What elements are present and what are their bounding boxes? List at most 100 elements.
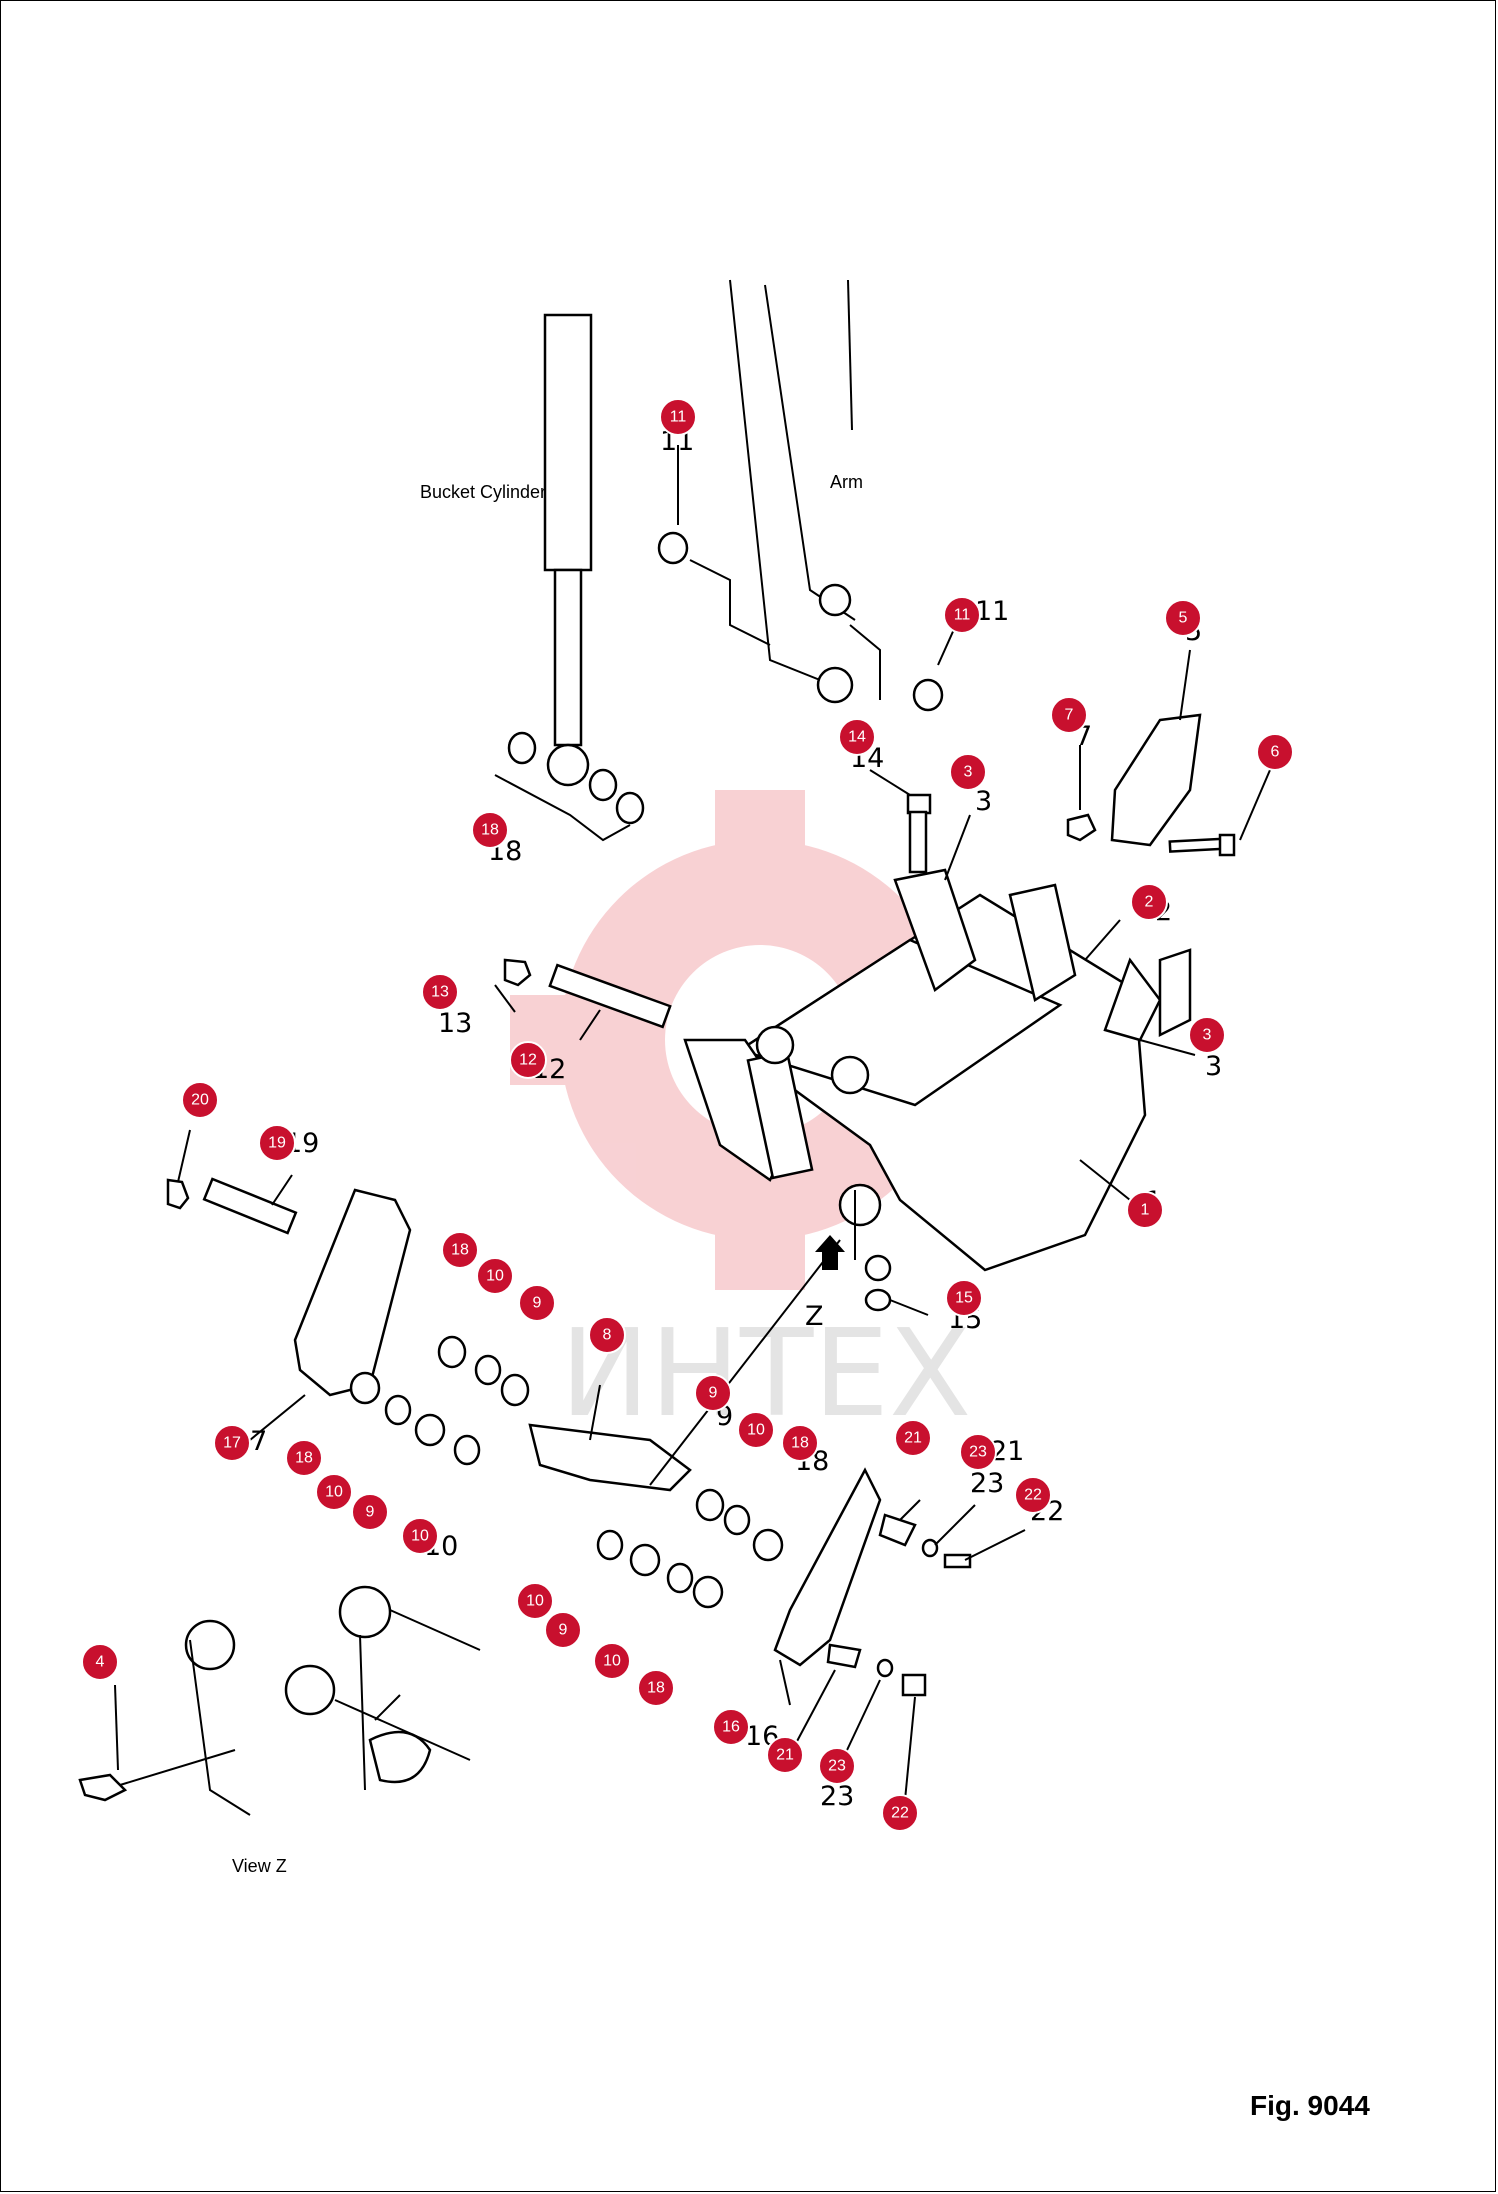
callout-marker-3[interactable] [949, 753, 987, 791]
callout-marker-12[interactable] [509, 1041, 547, 1079]
callout-13[interactable]: 13 [421, 973, 459, 1011]
callout-1[interactable]: 1 [1126, 1191, 1164, 1229]
callout-marker-10[interactable] [737, 1411, 775, 1449]
callout-number: 18 [481, 822, 499, 839]
callout-22[interactable]: 22 [1014, 1476, 1052, 1514]
callout-number: 16 [722, 1719, 740, 1736]
callout-2[interactable]: 2 [1130, 883, 1168, 921]
callout-marker-8[interactable] [588, 1316, 626, 1354]
callout-18[interactable]: 18 [637, 1669, 675, 1707]
callout-marker-15[interactable] [945, 1279, 983, 1317]
callout-marker-5[interactable] [1164, 599, 1202, 637]
callout-number: 13 [431, 984, 449, 1001]
callout-10[interactable]: 10 [737, 1411, 775, 1449]
callout-marker-20[interactable] [181, 1081, 219, 1119]
callout-14[interactable]: 14 [838, 718, 876, 756]
callout-marker-22[interactable] [881, 1794, 919, 1832]
callout-marker-9[interactable] [518, 1284, 556, 1322]
callout-number: 19 [268, 1135, 286, 1152]
callout-15[interactable]: 15 [945, 1279, 983, 1317]
callout-6[interactable]: 6 [1256, 733, 1294, 771]
callout-8[interactable]: 8 [588, 1316, 626, 1354]
callout-marker-1[interactable] [1126, 1191, 1164, 1229]
callout-marker-17[interactable] [213, 1424, 251, 1462]
callout-marker-6[interactable] [1256, 733, 1294, 771]
callout-18[interactable]: 18 [441, 1231, 479, 1269]
callout-marker-11[interactable] [659, 398, 697, 436]
svg-text:23: 23 [970, 1468, 1004, 1499]
callout-21[interactable]: 21 [894, 1419, 932, 1457]
callout-marker-9[interactable] [544, 1611, 582, 1649]
callout-number: 18 [451, 1242, 469, 1259]
callout-4[interactable]: 4 [81, 1643, 119, 1681]
callout-marker-7[interactable] [1050, 696, 1088, 734]
lock-plates-and-bolts [826, 1513, 972, 1697]
callout-marker-22[interactable] [1014, 1476, 1052, 1514]
callout-marker-11[interactable] [943, 596, 981, 634]
callout-20[interactable]: 20 [181, 1081, 219, 1119]
callout-18[interactable]: 18 [285, 1439, 323, 1477]
callout-number: 11 [670, 409, 687, 426]
view-arrow-letter: Z [805, 1301, 824, 1332]
callout-10[interactable]: 10 [401, 1517, 439, 1555]
callout-16[interactable]: 16 [712, 1708, 750, 1746]
callout-5[interactable]: 5 [1164, 599, 1202, 637]
callout-marker-18[interactable] [637, 1669, 675, 1707]
callout-marker-23[interactable] [959, 1433, 997, 1471]
callout-10[interactable]: 10 [516, 1582, 554, 1620]
callout-number: 9 [533, 1295, 542, 1312]
callout-number: 23 [828, 1758, 846, 1775]
callout-marker-3[interactable] [1188, 1016, 1226, 1054]
callout-23[interactable]: 23 [959, 1433, 997, 1471]
callout-7[interactable]: 7 [1050, 696, 1088, 734]
callout-marker-18[interactable] [285, 1439, 323, 1477]
callout-marker-4[interactable] [81, 1643, 119, 1681]
callout-10[interactable]: 10 [593, 1642, 631, 1680]
callout-marker-10[interactable] [516, 1582, 554, 1620]
callout-marker-10[interactable] [476, 1257, 514, 1295]
callout-marker-13[interactable] [421, 973, 459, 1011]
callout-18[interactable]: 18 [781, 1424, 819, 1462]
callout-12[interactable]: 12 [509, 1041, 547, 1079]
callout-18[interactable]: 18 [471, 811, 509, 849]
link-16 [773, 1467, 882, 1667]
callout-marker-10[interactable] [593, 1642, 631, 1680]
callout-19[interactable]: 19 [258, 1124, 296, 1162]
callout-marker-18[interactable] [471, 811, 509, 849]
callout-marker-10[interactable] [315, 1473, 353, 1511]
callout-marker-16[interactable] [712, 1708, 750, 1746]
callout-marker-18[interactable] [441, 1231, 479, 1269]
callout-9[interactable]: 9 [351, 1493, 389, 1531]
callout-marker-19[interactable] [258, 1124, 296, 1162]
callout-marker-23[interactable] [818, 1747, 856, 1785]
callout-number: 5 [1179, 610, 1188, 627]
callout-3[interactable]: 3 [1188, 1016, 1226, 1054]
callout-marker-21[interactable] [894, 1419, 932, 1457]
callout-9[interactable]: 9 [694, 1374, 732, 1412]
fitting-20 [166, 1178, 190, 1210]
callout-marker-14[interactable] [838, 718, 876, 756]
callout-11[interactable]: 11 [943, 596, 981, 634]
callout-17[interactable]: 17 [213, 1424, 251, 1462]
callout-marker-18[interactable] [781, 1424, 819, 1462]
bucket [683, 868, 1192, 1272]
callout-9[interactable]: 9 [544, 1611, 582, 1649]
callout-marker-21[interactable] [766, 1736, 804, 1774]
callout-22[interactable]: 22 [881, 1794, 919, 1832]
callout-marker-10[interactable] [401, 1517, 439, 1555]
callout-11[interactable]: 11 [659, 398, 697, 436]
callout-21[interactable]: 21 [766, 1736, 804, 1774]
callout-marker-9[interactable] [694, 1374, 732, 1412]
callout-number: 3 [1203, 1027, 1212, 1044]
callout-number: 17 [223, 1435, 241, 1452]
callout-number: 3 [964, 764, 973, 781]
callout-3[interactable]: 3 [949, 753, 987, 791]
callout-10[interactable]: 10 [315, 1473, 353, 1511]
callout-9[interactable]: 9 [518, 1284, 556, 1322]
callout-23[interactable]: 23 [818, 1747, 856, 1785]
callout-number: 22 [1024, 1487, 1042, 1504]
callout-marker-9[interactable] [351, 1493, 389, 1531]
callout-10[interactable]: 10 [476, 1257, 514, 1295]
callout-marker-2[interactable] [1130, 883, 1168, 921]
